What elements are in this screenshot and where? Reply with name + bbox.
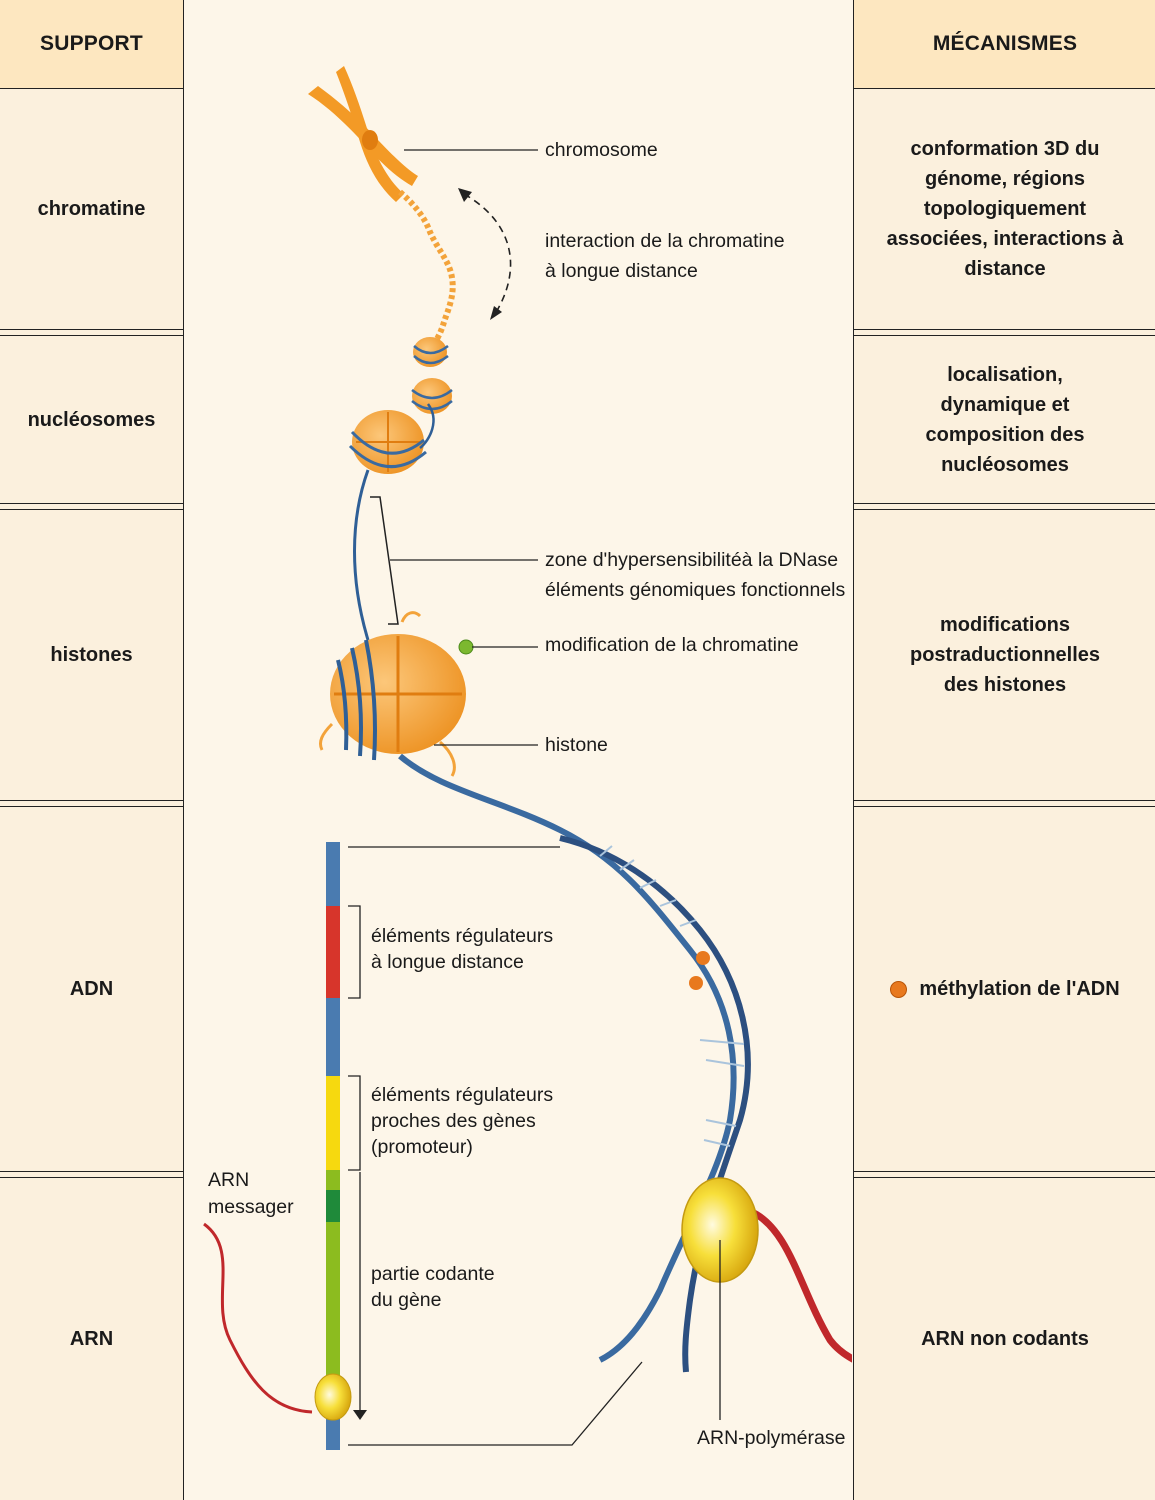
label-reg-prox-2: proches des gènes (371, 1110, 536, 1132)
dna-strand (398, 753, 737, 1363)
label-coding-2: du gène (371, 1289, 442, 1311)
mechanism-nucleosomes: localisation, dynamique et composition d… (925, 363, 1085, 476)
support-arn: ARN (69, 1328, 114, 1350)
small-nucleosome (413, 337, 449, 367)
label-reg-long-2: à longue distance (371, 951, 524, 973)
support-adn: ADN (69, 978, 114, 1000)
chromatin-modification-icon (458, 639, 474, 655)
reg-prox-bracket (348, 1075, 361, 1171)
support-chromatine: chromatine (37, 198, 146, 220)
coding-arrow-head (353, 1410, 367, 1420)
dnase-bracket (370, 496, 399, 625)
large-histone (318, 611, 466, 777)
row-separator (854, 1171, 1155, 1178)
mechanisms-header: MÉCANISMES (854, 0, 1155, 89)
label-chromosome: chromosome (545, 139, 658, 161)
leader-lines (348, 149, 643, 1446)
mechanism-adn: méthylation de l'ADN (854, 807, 1155, 1171)
row-separator (854, 503, 1155, 510)
arrow-head-down (490, 306, 502, 320)
label-mrna-1: ARN (208, 1169, 250, 1191)
mechanism-histones: modifications postraductionnelles des hi… (909, 614, 1101, 696)
mechanism-arn: ARN non codants (921, 1328, 1089, 1350)
diagram-area: chromosome interaction de la chromatine … (185, 0, 852, 1500)
linker-dna (353, 469, 370, 641)
chromatin-fiber (398, 189, 456, 352)
bar-polymerase-icon (314, 1373, 352, 1421)
medium-nucleosome (348, 410, 427, 474)
mechanism-chromatine: conformation 3D du génome, régions topol… (886, 138, 1124, 280)
support-header: SUPPORT (0, 0, 183, 89)
methylation-mark (689, 976, 703, 990)
gene-bar (326, 842, 340, 1450)
support-column: SUPPORT chromatine nucléosomes histones … (0, 0, 184, 1500)
methylation-mark (696, 951, 710, 965)
label-coding-1: partie codante (371, 1263, 495, 1285)
row-separator (854, 329, 1155, 336)
label-reg-prox-3: (promoteur) (371, 1136, 473, 1158)
row-separator (0, 329, 183, 336)
label-reg-prox-1: éléments régulateurs (371, 1084, 554, 1106)
support-histones: histones (50, 644, 133, 666)
mechanism-adn-text: méthylation de l'ADN (919, 978, 1120, 1000)
row-separator (854, 800, 1155, 807)
chromosome-icon (308, 66, 418, 202)
row-separator (0, 1171, 183, 1178)
label-histone: histone (545, 734, 608, 756)
label-interaction-1: interaction de la chromatine (545, 230, 785, 252)
methylation-dot-icon (890, 980, 908, 998)
label-modification: modification de la chromatine (545, 634, 799, 656)
label-interaction-2: à longue distance (545, 260, 698, 282)
label-mrna-2: messager (208, 1196, 294, 1218)
linker-dna (419, 403, 435, 449)
label-dnase-2: éléments génomiques fonctionnels (545, 579, 846, 601)
arrow-head-up (458, 188, 472, 202)
support-nucleosomes: nucléosomes (27, 408, 156, 431)
row-separator (0, 800, 183, 807)
label-polymerase: ARN-polymérase (697, 1427, 846, 1449)
interaction-arrow (463, 193, 512, 315)
label-dnase-1: zone d'hypersensibilitéà la DNase (545, 549, 839, 571)
mechanisms-column: MÉCANISMES conformation 3D du génome, ré… (853, 0, 1155, 1500)
dna-base-pairs (599, 845, 745, 1147)
dna-strand-2 (559, 835, 751, 1373)
small-nucleosome (411, 378, 453, 414)
row-separator (0, 503, 183, 510)
reg-long-bracket (348, 905, 361, 999)
noncoding-rna (750, 1208, 852, 1363)
messenger-rna (203, 1222, 313, 1414)
label-reg-long-1: éléments régulateurs (371, 925, 554, 947)
diagram-svg (203, 66, 852, 1450)
